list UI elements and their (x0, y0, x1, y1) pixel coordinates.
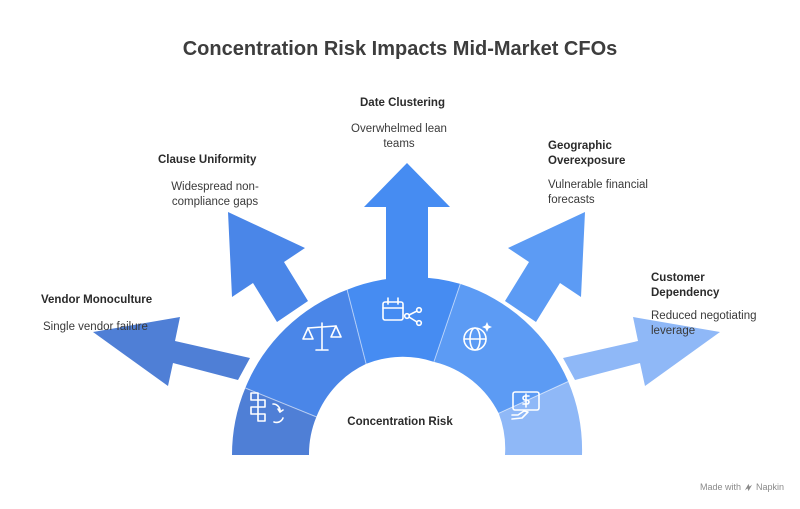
calendar-share-icon (382, 297, 423, 327)
balance-scale-icon (302, 322, 342, 351)
label-customer-dependency-title: Customer Dependency (651, 272, 720, 299)
page-title: Concentration Risk Impacts Mid-Market CF… (182, 38, 618, 60)
label-vendor-monoculture-desc: Single vendor failure (43, 321, 148, 333)
napkin-brand-text: Napkin (755, 482, 784, 492)
label-clause-uniformity-title: Clause Uniformity (158, 154, 257, 166)
label-clause-uniformity-desc: Widespread non-compliance gaps (171, 181, 259, 208)
segment-clause-uniformity (245, 289, 367, 417)
made-with-napkin-badge[interactable]: Made with Napkin (700, 482, 784, 492)
label-date-clustering-title: Date Clustering (360, 97, 445, 109)
made-with-text: Made with (699, 482, 741, 492)
segment-geographic-overexposure (433, 283, 569, 414)
arrow-clause-uniformity (228, 212, 308, 322)
label-customer-dependency-desc: Reduced negotiating leverage (651, 310, 757, 337)
arrow-date-clustering (364, 163, 450, 292)
segment-date-clustering (347, 277, 461, 364)
napkin-logo-icon (744, 483, 753, 491)
arrow-customer-dependency (563, 317, 720, 386)
vendor-blocks-icon (250, 392, 284, 424)
label-vendor-monoculture-title: Vendor Monoculture (41, 294, 153, 306)
center-label: Concentration Risk (347, 416, 453, 428)
arrow-geographic-overexposure (505, 212, 585, 322)
hand-dollar-icon (511, 391, 540, 420)
label-date-clustering-desc: Overwhelmed lean teams (351, 123, 447, 150)
globe-sparkle-icon (463, 322, 492, 351)
label-geographic-overexposure-title: Geographic Overexposure (548, 140, 626, 167)
arrow-vendor-monoculture (93, 317, 250, 386)
label-geographic-overexposure-desc: Vulnerable financial forecasts (548, 179, 648, 206)
segment-customer-dependency (498, 381, 583, 455)
